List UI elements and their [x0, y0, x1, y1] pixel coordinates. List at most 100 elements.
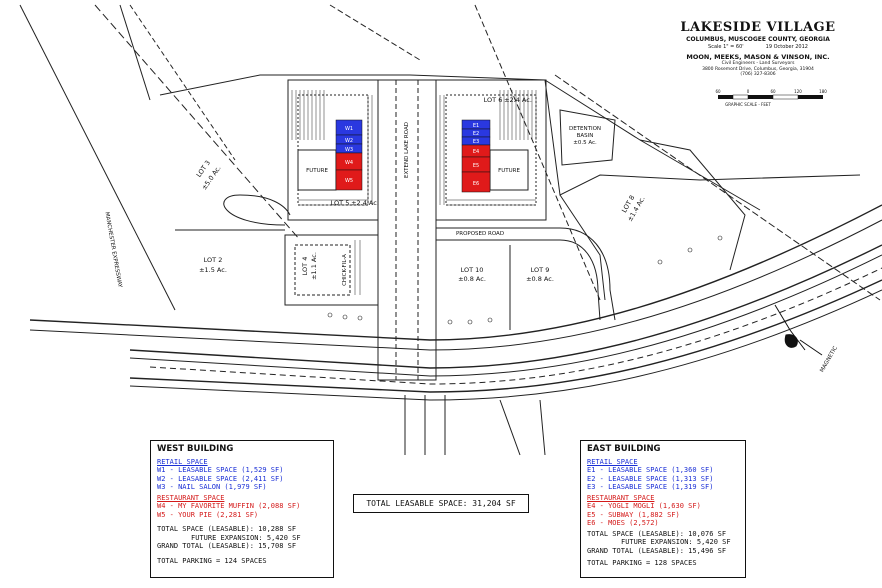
- survey-line: [329, 4, 421, 61]
- graphic-scale-label: GRAPHIC SCALE - FEET: [725, 102, 771, 107]
- scale-tick: 60: [770, 89, 776, 94]
- unit-w5: [335, 169, 363, 191]
- expressway-edge: [29, 219, 882, 351]
- lot-5-area: ±2.4 Ac.: [351, 199, 379, 207]
- lot-5-label: LOT 5: [331, 199, 350, 207]
- retail-heading: RETAIL SPACE: [157, 457, 208, 466]
- parking-lot-west: [287, 79, 379, 221]
- scale-label: Scale 1" = 60': [708, 44, 744, 50]
- legend-row: E2 - LEASABLE SPACE (1,313 SF): [587, 474, 714, 483]
- parking-stalls: [291, 90, 537, 295]
- survey-line: [129, 4, 236, 161]
- total-space: TOTAL SPACE (LEASABLE): 10,288 SF: [157, 525, 297, 533]
- scale-date-row: Scale 1" = 60' 19 October 2012: [640, 44, 876, 50]
- unit-label: E3: [473, 139, 479, 145]
- title-block: LAKESIDE VILLAGE COLUMBUS, MUSCOGEE COUN…: [640, 20, 876, 78]
- west-building: [335, 119, 363, 191]
- total-space: TOTAL SPACE (LEASABLE): 10,076 SF: [587, 529, 727, 538]
- legend-row: W5 - YOUR PIE (2,281 SF): [157, 510, 259, 519]
- lot-4-label: LOT 4: [301, 257, 309, 276]
- survey-line: [94, 4, 301, 241]
- survey-line: [19, 4, 176, 311]
- lot-line: [559, 194, 606, 301]
- lot-10-area: ±0.8 Ac.: [458, 275, 486, 283]
- expressway-edge: [29, 204, 882, 341]
- access-road: [377, 79, 437, 381]
- expressway-edge: [129, 289, 882, 401]
- expressway-edge: [129, 244, 882, 369]
- grand-total: GRAND TOTAL (LEASABLE): 15,708 SF: [157, 542, 297, 550]
- survey-line: [119, 4, 151, 101]
- unit-label: W4: [345, 160, 353, 166]
- unit-label: W1: [345, 126, 353, 132]
- project-location: COLUMBUS, MUSCOGEE COUNTY, GEORGIA: [686, 36, 830, 43]
- future-expansion: FUTURE EXPANSION: 5,420 SF: [191, 533, 301, 542]
- unit-label: E5: [473, 163, 479, 169]
- lot-9-label: LOT 9: [531, 266, 550, 274]
- graphic-scale-bar: [718, 94, 823, 100]
- lot-2-area: ±1.5 Ac.: [199, 266, 227, 274]
- legend-heading: EAST BUILDING: [587, 444, 661, 454]
- legend-row: E1 - LEASABLE SPACE (1,360 SF): [587, 466, 714, 474]
- firm-address: 3800 Rosemont Drive, Columbus, Georgia, …: [702, 66, 814, 72]
- future-expansion: FUTURE EXPANSION: 5,420 SF: [621, 538, 731, 546]
- detention-label: DETENTION: [569, 126, 601, 132]
- scale-tick: 60: [715, 89, 721, 94]
- expressway-edge: [129, 254, 882, 377]
- legend-row: E4 - YOGLI MOGLI (1,630 SF): [587, 502, 701, 510]
- east-building-legend: EAST BUILDING RETAIL SPACE E1 - LEASABLE…: [580, 440, 746, 578]
- grand-total: GRAND TOTAL (LEASABLE): 15,496 SF: [587, 546, 727, 555]
- lot-10-label: LOT 10: [461, 266, 484, 274]
- survey-line: [554, 74, 881, 301]
- legend-row: W1 - LEASABLE SPACE (1,529 SF): [157, 466, 284, 474]
- lot-2-label: LOT 2: [204, 256, 223, 264]
- tree-line: [327, 235, 723, 325]
- unit-label: W3: [345, 147, 353, 153]
- firm-phone: (706) 327-8306: [740, 72, 776, 77]
- legend-row: W3 - NAIL SALON (1,979 SF): [157, 483, 267, 491]
- drive-thru: [294, 244, 351, 296]
- detention-basin: [559, 109, 616, 166]
- lot-4-area: ±1.1 Ac.: [310, 252, 318, 280]
- legend-row: E6 - MOES (2,572): [587, 519, 659, 527]
- west-building-legend: WEST BUILDING RETAIL SPACE W1 - LEASABLE…: [150, 440, 334, 578]
- proposed-road: [436, 227, 616, 321]
- total-parking: TOTAL PARKING = 128 SPACES: [587, 559, 697, 567]
- east-building: [461, 119, 491, 193]
- legend-row: E5 - SUBWAY (1,882 SF): [587, 510, 680, 519]
- lot-line: [639, 139, 746, 271]
- legend-row: W2 - LEASABLE SPACE (2,411 SF): [157, 474, 284, 483]
- proposed-road-label: PROPOSED ROAD: [456, 231, 504, 237]
- firm-name: MOON, MEEKS, MASON & VINSON, INC.: [686, 53, 830, 61]
- legend-heading: WEST BUILDING: [157, 444, 234, 454]
- scale-tick: 120: [794, 89, 802, 94]
- lot-6-label: LOT 6: [484, 96, 503, 104]
- firm-type: Civil Engineers - Land Surveyors: [721, 61, 795, 66]
- legend-row: E3 - LEASABLE SPACE (1,319 SF): [587, 483, 714, 491]
- unit-label: E6: [473, 181, 479, 187]
- road-south: [404, 395, 446, 455]
- unit-label: E4: [473, 149, 479, 155]
- road-south-east: [499, 399, 546, 456]
- loop-drive: [223, 194, 291, 226]
- check-fil-a-label: CHICK-FIL-A: [342, 254, 348, 286]
- survey-line: [474, 4, 601, 301]
- restaurant-heading: RESTAURANT SPACE: [157, 493, 225, 502]
- total-leasable-space: TOTAL LEASABLE SPACE: 31,204 SF: [353, 494, 529, 513]
- scale-tick: 180: [819, 89, 827, 94]
- magnetic-label: MAGNETIC: [819, 345, 839, 373]
- retail-heading: RETAIL SPACE: [587, 457, 638, 466]
- property-boundary: [159, 74, 861, 196]
- parking-lot-east: [435, 79, 547, 221]
- unit-label: W5: [345, 178, 353, 184]
- lake-road-label: EXTEND LAKE ROAD: [404, 122, 410, 178]
- project-title: LAKESIDE VILLAGE: [680, 20, 836, 35]
- north-arrow-icon: [774, 304, 823, 356]
- expressway-label: MANCHESTER EXPRESSWAY: [103, 212, 122, 289]
- lot-4-pad: [284, 234, 379, 306]
- expressway-edge: [129, 279, 882, 393]
- unit-label: E1: [473, 123, 479, 129]
- total-parking: TOTAL PARKING = 124 SPACES: [157, 556, 267, 565]
- proposed-road: [436, 239, 601, 321]
